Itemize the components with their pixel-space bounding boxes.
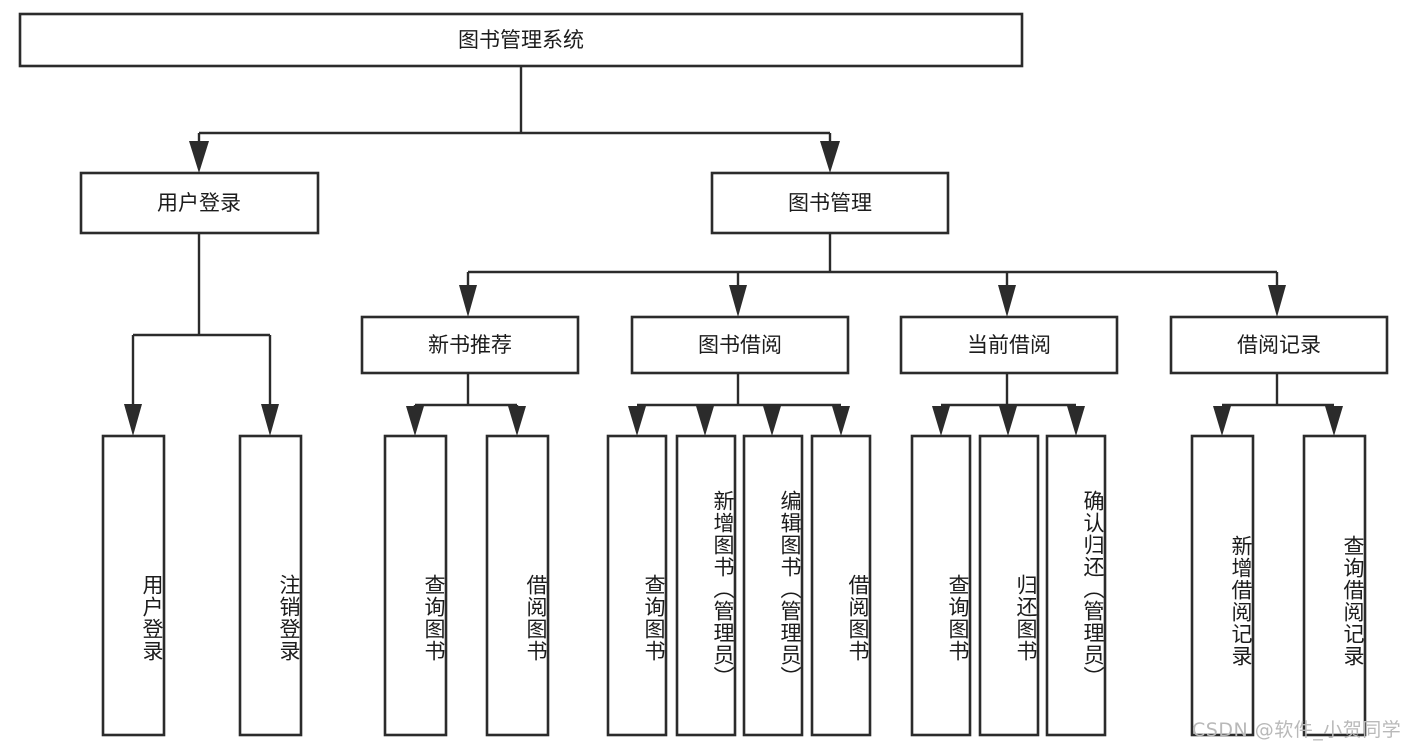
arrow-leaf-return-book (999, 406, 1017, 436)
connectors-layer (124, 66, 1343, 436)
arrow-new-book-recommend (459, 285, 477, 317)
arrow-book-manage (820, 141, 840, 173)
arrow-book-borrow (729, 285, 747, 317)
csdn-watermark: CSDN @软件_小贺同学 (1192, 719, 1402, 741)
label-user-login: 用户登录 (157, 191, 241, 215)
node-box-user-login[interactable] (79, 171, 320, 235)
arrow-leaf-add-record (1213, 406, 1231, 436)
arrow-leaf-borrow-book-2 (832, 406, 850, 436)
arrow-leaf-query-book-1 (406, 406, 424, 436)
label-root: 图书管理系统 (458, 28, 584, 52)
arrow-leaf-query-book-3 (932, 406, 950, 436)
label-current-borrow: 当前借阅 (967, 333, 1051, 357)
arrow-current-borrow (998, 285, 1016, 317)
node-box-leaf-user-logout[interactable] (238, 434, 303, 737)
node-box-new-book-recommend[interactable] (360, 315, 580, 375)
node-box-current-borrow[interactable] (899, 315, 1119, 375)
node-box-leaf-user-login[interactable] (101, 434, 166, 737)
label-book-borrow: 图书借阅 (698, 333, 782, 357)
node-box-book-manage[interactable] (710, 171, 950, 235)
node-box-leaf-query-book-1[interactable] (383, 434, 448, 737)
label-book-manage: 图书管理 (788, 191, 872, 215)
arrow-leaf-confirm-return (1067, 406, 1085, 436)
node-box-leaf-borrow-book-2[interactable] (810, 434, 872, 737)
node-box-leaf-confirm-return[interactable] (1045, 434, 1107, 737)
arrow-user-login (189, 141, 209, 173)
arrow-leaf-user-logout (261, 404, 279, 436)
arrow-leaf-add-book (696, 406, 714, 436)
node-box-leaf-query-book-2[interactable] (606, 434, 668, 737)
arrow-borrow-record (1268, 285, 1286, 317)
node-box-leaf-return-book[interactable] (978, 434, 1040, 737)
horizontal-labels-layer: 图书管理系统 用户登录 图书管理 新书推荐 图书借阅 当前借阅 借阅记录 (157, 28, 1321, 357)
nodes-layer (18, 12, 1389, 737)
node-box-borrow-record[interactable] (1169, 315, 1389, 375)
node-box-leaf-add-record[interactable] (1190, 434, 1255, 737)
node-box-book-borrow[interactable] (630, 315, 850, 375)
label-new-book-recommend: 新书推荐 (428, 333, 512, 357)
label-borrow-record: 借阅记录 (1237, 333, 1321, 357)
node-box-leaf-edit-book[interactable] (742, 434, 804, 737)
arrow-leaf-edit-book (763, 406, 781, 436)
arrow-leaf-borrow-book-1 (508, 406, 526, 436)
arrow-leaf-query-record (1325, 406, 1343, 436)
node-box-root[interactable] (18, 12, 1024, 68)
node-box-leaf-query-record[interactable] (1302, 434, 1367, 737)
arrow-leaf-query-book-2 (628, 406, 646, 436)
arrow-leaf-user-login (124, 404, 142, 436)
node-box-leaf-add-book[interactable] (675, 434, 737, 737)
node-box-leaf-borrow-book-1[interactable] (485, 434, 550, 737)
node-box-leaf-query-book-3[interactable] (910, 434, 972, 737)
